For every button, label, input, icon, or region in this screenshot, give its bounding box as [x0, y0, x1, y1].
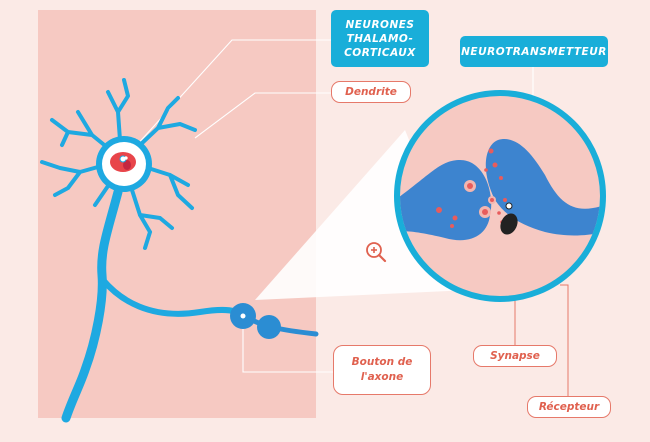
synapse-magnified [394, 90, 606, 302]
neurones-thalamo-corticaux-label: NEURONES THALAMO- CORTICAUX [331, 10, 429, 67]
neuron-panel [38, 10, 316, 418]
neurones-label-text: NEURONES THALAMO- CORTICAUX [344, 18, 416, 59]
neurotransmetteur-label: NEUROTRANSMETTEUR [460, 36, 608, 67]
vesicles [436, 148, 507, 228]
postsynaptic-terminal [485, 139, 600, 236]
dendrite-label: Dendrite [331, 81, 411, 103]
bouton-axone-label: Bouton de l'axone [333, 345, 431, 395]
dendrite-label-text: Dendrite [345, 86, 397, 98]
bouton-label-text: Bouton de l'axone [351, 356, 413, 383]
axon-bouton-2 [257, 315, 281, 339]
receptor [500, 213, 518, 235]
synapse-label-text: Synapse [490, 350, 540, 362]
presynaptic-terminal [400, 160, 492, 241]
synapse-label: Synapse [473, 345, 557, 367]
neuron [40, 78, 319, 423]
zoom-in-icon[interactable] [366, 242, 387, 263]
recepteur-label: Récepteur [527, 396, 611, 418]
recepteur-label-text: Récepteur [538, 401, 600, 413]
neurotransmetteur-label-text: NEUROTRANSMETTEUR [461, 45, 607, 58]
